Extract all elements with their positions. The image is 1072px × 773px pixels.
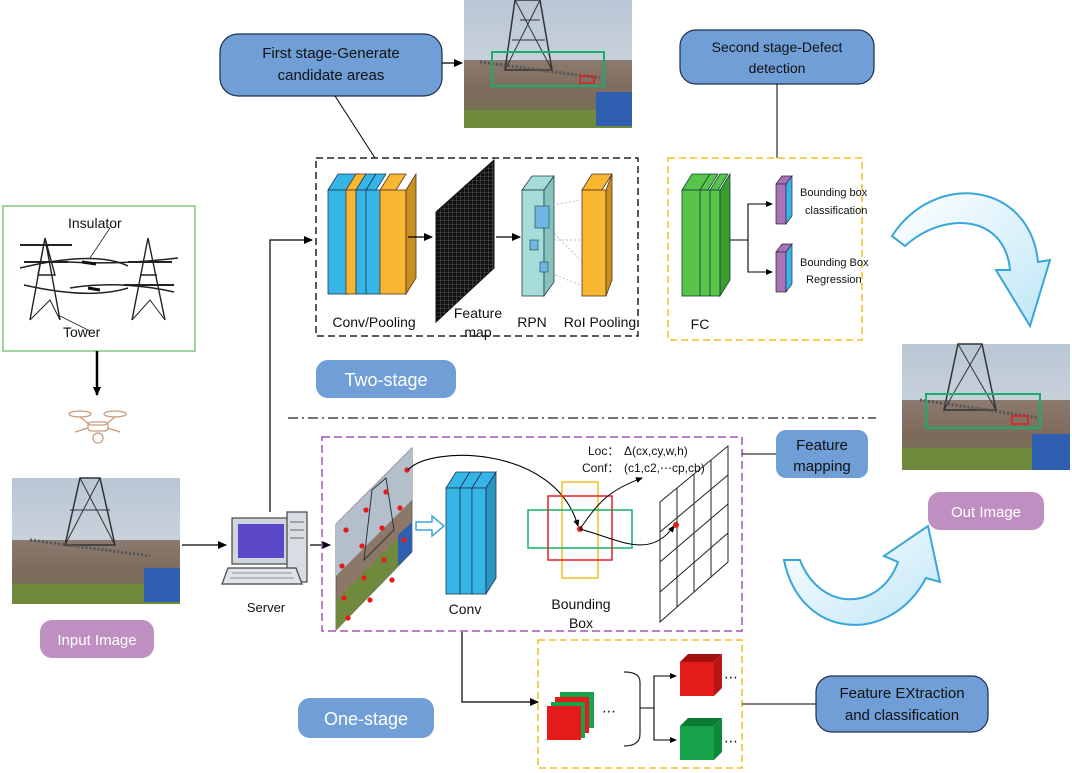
ellipsis-2: ⋯ bbox=[724, 669, 738, 685]
conv-pooling-label: Conv/Pooling bbox=[332, 314, 415, 330]
bounding-box-label-1: Bounding bbox=[551, 596, 610, 612]
sample-dot bbox=[359, 543, 365, 549]
first-stage-label-2: candidate areas bbox=[278, 67, 385, 84]
input-image bbox=[12, 477, 180, 604]
curved-arrow-icon bbox=[782, 524, 942, 626]
two-stage-dashed-box bbox=[315, 157, 639, 337]
sample-dot bbox=[363, 507, 369, 513]
two-stage-pill: Two-stage bbox=[316, 360, 456, 398]
feature-extraction-pill: Feature EXtraction and classification bbox=[815, 675, 989, 733]
conv-layers bbox=[445, 470, 497, 596]
second-stage-label-2: detection bbox=[749, 60, 806, 76]
arrow-to-red-cube bbox=[640, 673, 677, 709]
arrow-box-to-grid bbox=[579, 525, 675, 546]
drone-icon bbox=[68, 410, 127, 444]
ellipsis-3: ⋯ bbox=[724, 733, 738, 749]
sample-dot bbox=[345, 615, 351, 621]
sample-dot bbox=[367, 597, 373, 603]
loc-value: Δ(cx,cy,w,h) bbox=[624, 444, 688, 458]
feature-mapping-label-1: Feature bbox=[796, 437, 848, 454]
roi-pooling-layer bbox=[581, 173, 613, 297]
red-sample-dots bbox=[339, 467, 410, 621]
conv-label: Conv bbox=[449, 601, 482, 617]
transmission-tower-sketch: Insulator Tower bbox=[2, 205, 196, 352]
first-stage-label-1: First stage-Generate bbox=[262, 45, 400, 62]
conv-pooling-layers bbox=[327, 172, 417, 296]
input-image-label: Input Image bbox=[57, 632, 136, 649]
bbox-class-label-1: Bounding box bbox=[800, 187, 868, 199]
fc-layers bbox=[681, 172, 731, 298]
roi-pooling-label: RoI Pooling bbox=[564, 314, 636, 330]
sample-dot bbox=[379, 525, 385, 531]
second-stage-pill: Second stage-Defect detection bbox=[679, 29, 875, 85]
arrow-server-to-two-stage bbox=[269, 236, 313, 512]
one-stage-dashed-box bbox=[321, 436, 743, 632]
classification-layer bbox=[775, 174, 793, 226]
bounding-box-label-2: Box bbox=[569, 615, 593, 631]
rpn-block bbox=[521, 174, 581, 298]
bbox-reg-label-2: Regression bbox=[806, 274, 862, 286]
arrow-image-to-box bbox=[407, 454, 580, 527]
bracket bbox=[623, 671, 641, 747]
bounding-box-anchors bbox=[527, 481, 633, 579]
sample-dot bbox=[404, 467, 410, 473]
one-stage-pill: One-stage bbox=[298, 698, 434, 738]
sample-dot bbox=[389, 577, 395, 583]
tower-label: Tower bbox=[63, 324, 101, 340]
feature-mapping-pill: Feature mapping bbox=[742, 430, 868, 478]
loc-prefix: Loc： bbox=[588, 444, 619, 458]
two-stage-label: Two-stage bbox=[344, 370, 427, 390]
out-image-pill: Out Image bbox=[928, 492, 1044, 530]
server-label: Server bbox=[247, 600, 286, 615]
sampled-input-image bbox=[335, 447, 413, 631]
second-stage-label-1: Second stage-Defect bbox=[712, 39, 843, 55]
feature-map-label-1: Feature bbox=[454, 305, 502, 321]
conf-value: (c1,c2,⋯cp,cb) bbox=[624, 461, 705, 475]
arrow-fc-to-regression bbox=[747, 240, 773, 275]
sample-dot bbox=[339, 563, 345, 569]
sample-dot bbox=[401, 537, 407, 543]
input-image-pill: Input Image bbox=[40, 620, 154, 658]
insulator-label: Insulator bbox=[68, 215, 122, 231]
arrow-to-green-cube bbox=[653, 708, 677, 743]
bbox-reg-label-1: Bounding Box bbox=[800, 257, 869, 269]
sample-dot bbox=[343, 527, 349, 533]
red-cube bbox=[680, 654, 722, 696]
conf-prefix: Conf： bbox=[582, 461, 619, 475]
arrow-box-to-loc bbox=[579, 477, 643, 530]
connector-first-stage bbox=[334, 95, 376, 159]
feature-grid bbox=[659, 444, 729, 624]
arrow-fc-to-class bbox=[730, 201, 773, 241]
stacked-feature-cubes bbox=[547, 692, 594, 740]
green-cube bbox=[680, 718, 722, 760]
candidate-areas-image bbox=[464, 0, 632, 128]
bbox-class-label-2: classification bbox=[805, 205, 867, 217]
sample-dot bbox=[381, 557, 387, 563]
feature-map-grid bbox=[435, 158, 495, 324]
server-computer-icon bbox=[221, 511, 308, 585]
fc-label: FC bbox=[691, 316, 710, 332]
arrow-conv-to-extraction bbox=[461, 632, 539, 706]
feature-map-label-2: map bbox=[464, 324, 491, 340]
curved-arrow-icon bbox=[890, 192, 1052, 329]
second-stage-dashed-box bbox=[667, 157, 863, 341]
sample-dot bbox=[341, 595, 347, 601]
one-stage-label: One-stage bbox=[324, 709, 408, 729]
sample-dot bbox=[397, 505, 403, 511]
hollow-arrow-to-conv bbox=[415, 514, 446, 538]
first-stage-pill: First stage-Generate candidate areas bbox=[219, 33, 443, 97]
sample-dot bbox=[383, 489, 389, 495]
out-image-label: Out Image bbox=[951, 504, 1021, 521]
out-image bbox=[902, 343, 1070, 470]
sample-dot bbox=[361, 575, 367, 581]
feature-extraction-label-1: Feature EXtraction bbox=[839, 685, 964, 702]
feature-mapping-label-2: mapping bbox=[793, 458, 851, 475]
regression-layer bbox=[775, 242, 793, 294]
ellipsis-1: ⋯ bbox=[602, 703, 616, 719]
feature-extraction-label-2: and classification bbox=[845, 707, 959, 724]
rpn-label: RPN bbox=[517, 314, 547, 330]
